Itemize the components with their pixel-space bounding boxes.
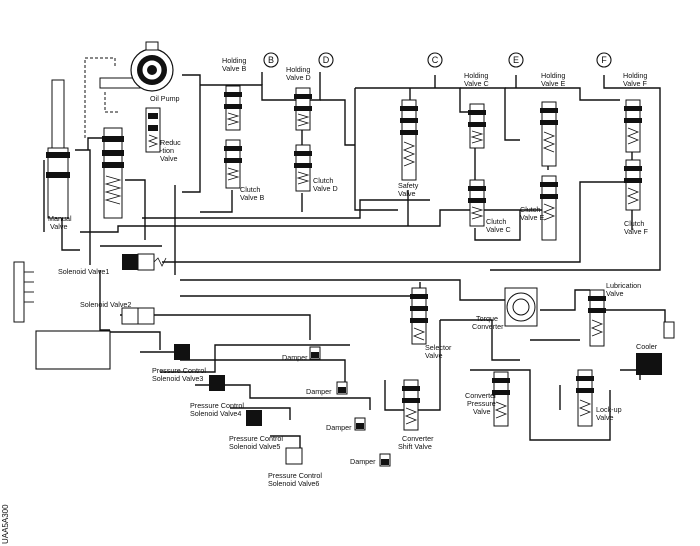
safety-valve-label: Safety: [398, 181, 419, 190]
svg-text:Solenoid Valve4: Solenoid Valve4: [190, 409, 241, 418]
svg-text:Valve: Valve: [596, 413, 613, 422]
marker-b: B: [263, 52, 279, 68]
oil-pump: [99, 41, 174, 92]
pump-suction-lines: [84, 57, 120, 138]
svg-text:-tion: -tion: [160, 146, 174, 155]
damper-3-label: Damper: [326, 423, 352, 432]
svg-text:Shift Valve: Shift Valve: [398, 442, 432, 451]
svg-text:Valve: Valve: [160, 154, 177, 163]
svg-text:Pressure: Pressure: [467, 399, 496, 408]
svg-text:Valve B: Valve B: [240, 193, 264, 202]
svg-text:C: C: [432, 55, 439, 65]
svg-text:Valve: Valve: [606, 289, 623, 298]
torque-converter-label: Torque: [476, 314, 498, 323]
svg-text:Valve: Valve: [425, 351, 442, 360]
svg-text:D: D: [323, 55, 330, 65]
reduction-valve-label: Reduc: [160, 138, 181, 147]
damper-glyphs: [309, 346, 391, 467]
svg-text:Valve: Valve: [473, 407, 490, 416]
image-code-label: UAA5A300: [1, 504, 10, 544]
torque-converter: [504, 287, 538, 327]
marker-e: E: [508, 52, 524, 68]
svg-text:Valve E: Valve E: [541, 79, 565, 88]
cooler: [636, 321, 675, 375]
svg-text:Valve: Valve: [50, 222, 67, 231]
solenoid-valve-1-label: Solenoid Valve1: [58, 267, 109, 276]
svg-text:Valve C: Valve C: [464, 79, 489, 88]
svg-text:Solenoid Valve6: Solenoid Valve6: [268, 479, 319, 488]
svg-text:F: F: [601, 55, 607, 65]
svg-text:Valve B: Valve B: [222, 64, 246, 73]
svg-text:Valve E: Valve E: [520, 213, 544, 222]
holding-valve-d-label: Holding: [286, 65, 310, 74]
clutch-valve-e-label: Clutch: [520, 205, 540, 214]
damper-2-label: Damper: [306, 387, 332, 396]
lubrication-valve-label: Lubrication: [606, 281, 641, 290]
manual-valve-label: Manual: [48, 214, 72, 223]
holding-valve-b-label: Holding: [222, 56, 246, 65]
svg-text:Valve C: Valve C: [486, 225, 511, 234]
converter-shift-valve-label: Converter: [402, 434, 434, 443]
clutch-valve-f-label: Clutch: [624, 219, 644, 228]
pcsv4-label: Pressure Control: [190, 401, 244, 410]
svg-text:Valve: Valve: [398, 189, 415, 198]
svg-text:Valve D: Valve D: [313, 184, 338, 193]
svg-text:Solenoid Valve5: Solenoid Valve5: [229, 442, 280, 451]
svg-text:Valve F: Valve F: [623, 79, 647, 88]
pcsv3-label: Pressure Control: [152, 366, 206, 375]
pcsv5-label: Pressure Control: [229, 434, 283, 443]
pipe-network: [43, 72, 666, 450]
oil-pump-label: Oil Pump: [150, 94, 180, 103]
solenoid-glyphs: [121, 253, 303, 465]
marker-f: F: [596, 52, 612, 68]
svg-text:Valve D: Valve D: [286, 73, 311, 82]
svg-text:Valve F: Valve F: [624, 227, 648, 236]
marker-d: D: [318, 52, 334, 68]
component-labels: Reduc -tion Valve Holding Valve B Holdin…: [1, 56, 658, 544]
ecu-box: [13, 261, 111, 370]
lock-up-valve-label: Lock-up: [596, 405, 622, 414]
damper-1-label: Damper: [282, 353, 308, 362]
holding-valve-c-label: Holding: [464, 71, 488, 80]
clutch-valve-c-label: Clutch: [486, 217, 506, 226]
cooler-label: Cooler: [636, 342, 658, 351]
svg-text:Converter: Converter: [472, 322, 504, 331]
svg-text:B: B: [268, 55, 274, 65]
pcsv6-label: Pressure Control: [268, 471, 322, 480]
selector-valve-label: Selector: [425, 343, 452, 352]
svg-text:Solenoid Valve3: Solenoid Valve3: [152, 374, 203, 383]
holding-valve-e-label: Holding: [541, 71, 565, 80]
damper-4-label: Damper: [350, 457, 376, 466]
clutch-valve-b-label: Clutch: [240, 185, 260, 194]
holding-valve-f-label: Holding: [623, 71, 647, 80]
clutch-valve-d-label: Clutch: [313, 176, 333, 185]
marker-c: C: [427, 52, 443, 68]
valve-glyphs: [46, 79, 642, 431]
solenoid-valve-2-label: Solenoid Valve2: [80, 300, 131, 309]
converter-pressure-valve-label: Converter: [465, 391, 497, 400]
svg-text:E: E: [513, 55, 519, 65]
